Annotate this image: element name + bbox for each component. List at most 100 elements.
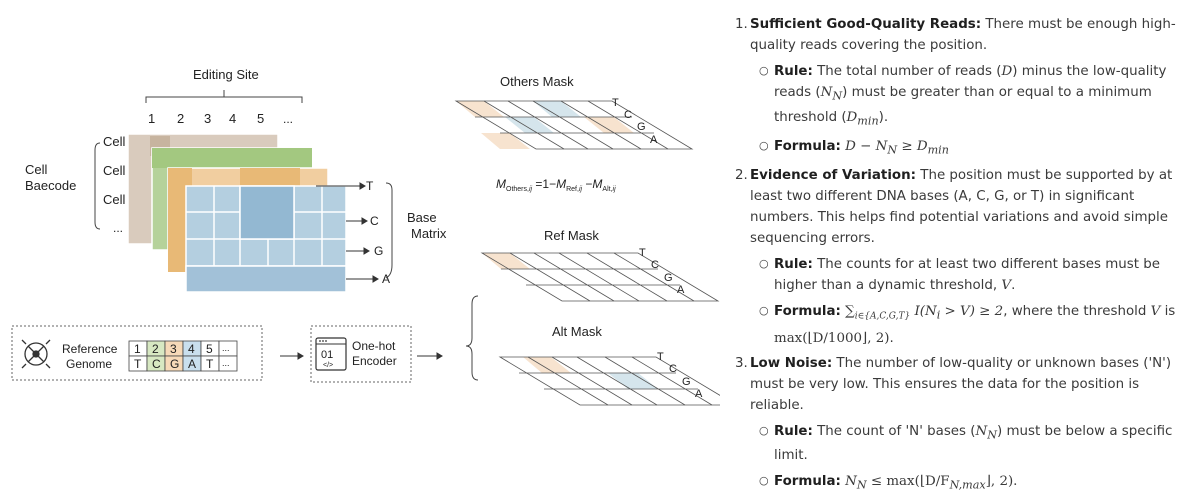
ref-pos-more: ... <box>222 343 230 353</box>
bullet-icon: ○ <box>759 304 769 318</box>
base-a-label: A <box>382 272 390 286</box>
cell-barcode-label-1: Cell <box>25 162 48 177</box>
ref-pos-5: 5 <box>206 342 213 356</box>
formula-label: Formula: <box>774 474 841 490</box>
site-index-2: 2 <box>177 111 184 126</box>
math-var: N <box>975 423 988 439</box>
math-expr: > V) ≥ 2 <box>940 304 1004 320</box>
bullet-icon: ○ <box>759 257 769 271</box>
site-index-5: 5 <box>257 111 264 126</box>
criterion-1-rule: ○ Rule: The total number of reads (D) mi… <box>728 61 1183 131</box>
math-expr: ≤ max(⌊D/F <box>866 474 950 490</box>
reference-label-1: Reference <box>62 342 118 356</box>
criterion-1-formula: ○ Formula: D − NN ≥ Dmin <box>728 136 1183 161</box>
reference-label-2: Genome <box>66 357 112 371</box>
encoder-label-1: One-hot <box>352 339 396 353</box>
math-op: ≥ <box>897 139 917 155</box>
others-mask-label: Others Mask <box>500 74 574 89</box>
code-icon-tag: </> <box>323 362 333 369</box>
criterion-2-text: The position must be supported by at lea… <box>750 168 1173 247</box>
code-icon <box>315 337 347 371</box>
criterion-3-formula: ○ Formula: NN ≤ max(⌊D/FN,max⌋, 2). <box>728 471 1183 496</box>
rule-text: The counts for at least two different ba… <box>774 257 1161 294</box>
ref-mask-g: G <box>664 272 673 284</box>
criterion-2-title: Evidence of Variation: <box>750 168 917 184</box>
criterion-3-rule: ○ Rule: The count of 'N' bases (NN) must… <box>728 421 1183 467</box>
rule-text: The count of 'N' bases ( <box>812 423 976 439</box>
math-var: D <box>845 139 856 155</box>
math-expr: ⌋, 2). <box>985 474 1018 490</box>
math-sub: N <box>987 428 997 442</box>
cell-more-label: ... <box>113 221 123 235</box>
bullet-icon: ○ <box>759 474 769 488</box>
criterion-1: 1. Sufficient Good-Quality Reads: There … <box>728 14 1183 56</box>
criterion-1-title: Sufficient Good-Quality Reads: <box>750 17 982 32</box>
math-var: D <box>846 109 858 125</box>
alt-mask-label: Alt Mask <box>552 324 602 339</box>
rule-text: . <box>1011 278 1016 294</box>
math-var: N <box>840 474 857 490</box>
others-mask-grid <box>454 100 694 150</box>
math-sub: N <box>887 144 898 158</box>
math-var: D <box>1001 64 1013 79</box>
base-g-label: G <box>374 244 383 258</box>
cell-barcode-label-2: Baecode <box>25 178 76 193</box>
math-sub: i <box>936 308 941 322</box>
formula-text: is <box>1160 304 1176 320</box>
criterion-2-rule: ○ Rule: The counts for at least two diff… <box>728 254 1183 296</box>
rule-text: ) minus the low-quality reads ( <box>774 64 1167 100</box>
alt-mask-c: C <box>669 363 677 375</box>
math-sub: min <box>857 114 879 128</box>
criterion-3-title: Low Noise: <box>750 355 833 371</box>
math-var: V <box>1150 304 1161 320</box>
ref-base-3: G <box>170 357 179 371</box>
math-var: N <box>875 139 888 155</box>
others-mask-a: A <box>650 134 658 146</box>
ref-pos-3: 3 <box>170 342 177 356</box>
rule-text: ) must be below a specific limit. <box>774 423 1173 464</box>
base-matrix-label-1: Base <box>407 210 437 225</box>
matrix-layer-4 <box>185 185 347 293</box>
editing-site-bracket <box>145 90 303 103</box>
dna-icon <box>21 339 51 369</box>
arrow-from-encoder <box>417 352 443 360</box>
ref-mask-label: Ref Mask <box>544 228 599 243</box>
math-sub: N <box>856 479 867 493</box>
math-sub: N <box>832 89 843 103</box>
encoder-box <box>310 325 412 383</box>
encoder-label-2: Encoder <box>352 354 397 368</box>
reference-genome-box <box>11 325 263 381</box>
ref-base-more: ... <box>222 358 230 368</box>
alt-mask-t: T <box>657 351 664 363</box>
reference-table <box>128 340 238 372</box>
alt-mask-g: G <box>682 376 691 388</box>
formula-text: , where the threshold <box>1003 304 1151 320</box>
rule-text: ). <box>878 109 889 125</box>
ref-base-1: T <box>134 357 142 371</box>
rule-label: Rule: <box>774 64 813 79</box>
formula-label: Formula: <box>774 304 841 320</box>
criterion-3-text: The number of low-quality or unknown bas… <box>750 355 1172 413</box>
site-index-4: 4 <box>229 111 236 126</box>
alt-mask-a: A <box>695 388 703 400</box>
others-mask-t: T <box>612 97 619 109</box>
pipeline-diagram: Cell Baecode Cell 1 Cell 2 Cell 3 ... Ed… <box>11 67 720 406</box>
math-var: D <box>916 139 928 155</box>
math-expr: I(N <box>910 304 937 320</box>
base-arrows <box>316 182 379 283</box>
ref-base-5: T <box>206 357 214 371</box>
math-sum: ∑ <box>845 304 855 320</box>
rule-text: The total number of reads ( <box>812 64 1002 79</box>
arrow-to-encoder <box>280 352 304 360</box>
cell-brace <box>94 142 101 230</box>
alt-mask-grid <box>498 356 720 406</box>
rule-text: ) must be greater than or equal to a min… <box>774 85 1152 125</box>
criterion-3: 3. Low Noise: The number of low-quality … <box>728 353 1183 416</box>
math-sub: N,max <box>949 479 986 493</box>
ref-pos-1: 1 <box>134 342 141 356</box>
criterion-3-number: 3. <box>735 355 748 371</box>
ref-base-4: A <box>188 357 196 371</box>
math-var: V <box>1001 278 1012 294</box>
ref-mask-a: A <box>677 284 685 296</box>
rule-label: Rule: <box>774 423 813 439</box>
